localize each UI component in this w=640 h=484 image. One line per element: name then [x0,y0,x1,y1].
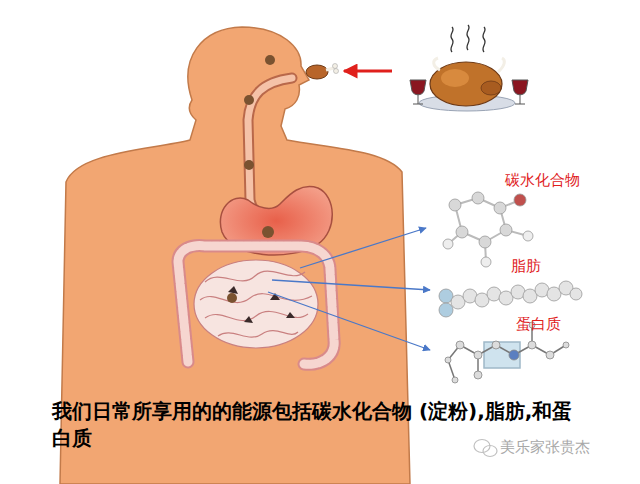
blue-arrows [268,228,430,350]
red-arrow [344,70,392,73]
molecule-label: 脂肪 [511,257,541,276]
caption: 我们日常所享用的的能源包括碳水化合物 (淀粉),脂肪,和蛋白质 [52,398,582,452]
carbohydrate-molecule [443,192,533,267]
watermark: 美乐家张贵杰 [500,438,590,457]
esophagus [248,78,292,214]
fat-molecule [439,281,582,317]
large-intestine [178,246,334,365]
watermark-icon [474,440,497,457]
roast-chicken [410,25,528,111]
small-intestine [194,260,318,348]
molecule-label: 碳水化合物 [505,171,580,190]
molecule-label: 蛋白质 [516,315,561,334]
drumstick [306,64,339,80]
